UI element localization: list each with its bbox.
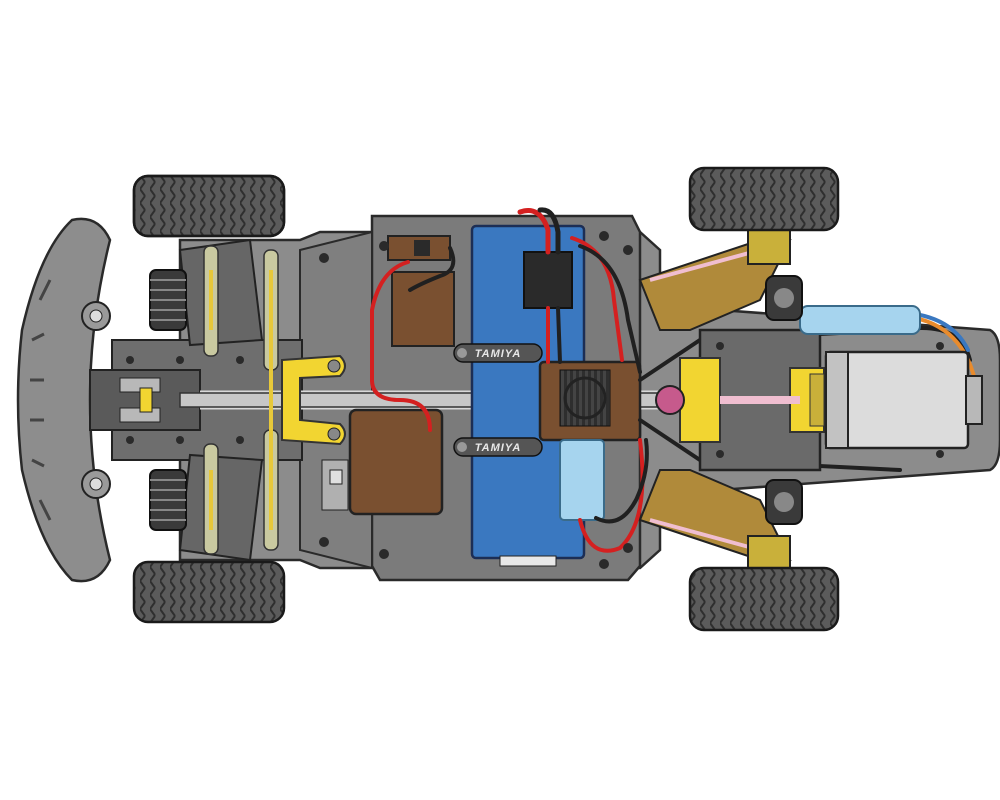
rear-left-hub [747,229,791,265]
steering-servo [348,408,444,516]
rear-right-hub [747,535,791,571]
motor [824,350,983,450]
rear-right-wheel [688,566,840,632]
rear-damper-upper [765,275,803,321]
battery-strap-upper: TAMIYA [453,343,543,363]
battery-connector [559,439,605,521]
steering-bellcrank [281,354,346,446]
rear-damper-lower [765,479,803,525]
spur-gear [655,385,685,415]
front-suspension-arms [178,238,264,562]
power-switch [387,235,451,261]
brand-label-lower: TAMIYA [475,442,522,454]
battery-strap-lower: TAMIYA [453,437,543,457]
rear-left-wheel [688,166,840,232]
front-damper-upper [149,269,187,331]
bumper-mount-posts [81,301,111,499]
front-right-wheel [132,560,286,624]
front-damper-lower [149,469,187,531]
esc-connector [523,251,573,309]
steering-turnbuckles [203,245,279,555]
front-left-wheel [132,174,286,238]
brand-label-upper: TAMIYA [475,348,522,360]
motor-wire-sleeve [799,305,921,335]
esc [538,360,642,442]
chassis-screws [126,231,944,569]
